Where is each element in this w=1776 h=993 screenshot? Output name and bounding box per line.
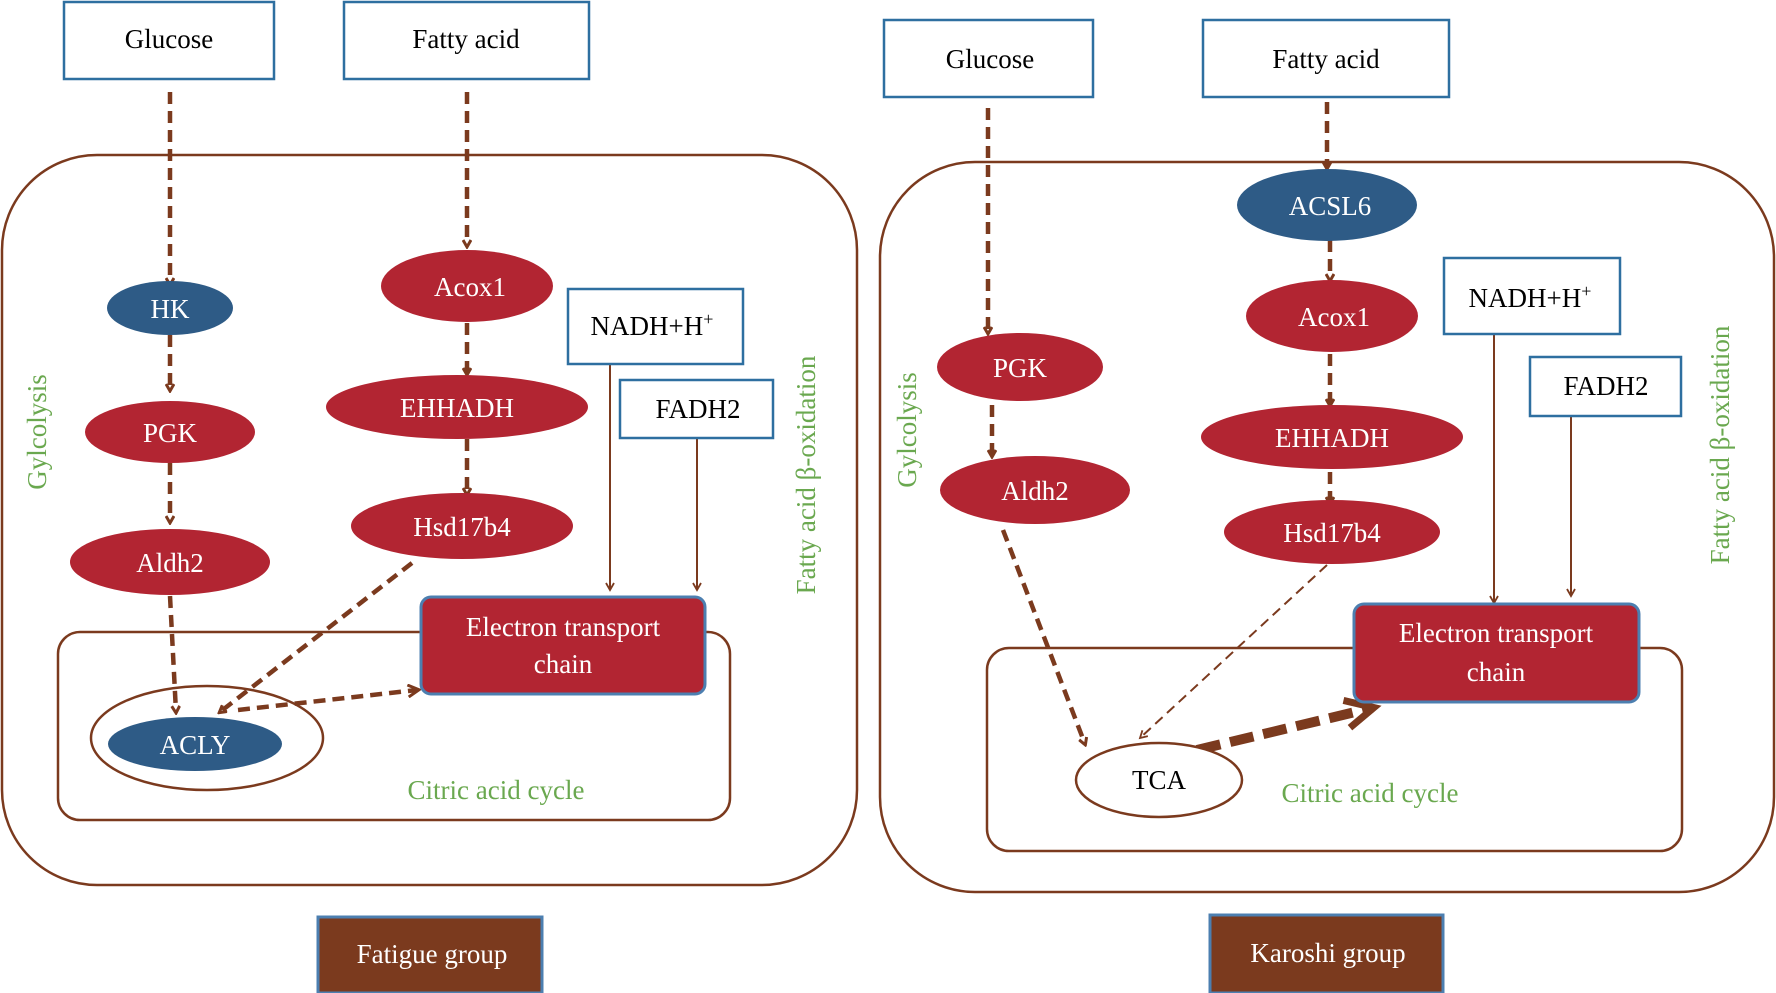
acox1-label-right: Acox1 (1298, 302, 1370, 332)
hsd17b4-label-left: Hsd17b4 (413, 512, 511, 542)
beta-oxidation-label-right: Fatty acid β-oxidation (1705, 325, 1735, 564)
fadh2-label-left: FADH2 (655, 394, 740, 424)
arrow-hsd17b4-tca (1138, 564, 1328, 740)
fatigue-group-label-box (316, 915, 544, 993)
tca-node (1074, 741, 1244, 819)
karoshi-group-label: Karoshi group (1250, 938, 1405, 968)
fatty-acid-box-right (1201, 18, 1451, 99)
aldh2-label-left: Aldh2 (136, 548, 204, 578)
pgk-node-right (937, 333, 1103, 401)
acsl6-node (1237, 169, 1417, 241)
hk-label: HK (151, 294, 190, 324)
ehhadh-node-right (1201, 405, 1463, 469)
etc-box-left (419, 595, 707, 696)
acly-label: ACLY (160, 730, 231, 760)
etc-label-line1-right: Electron transport (1399, 618, 1594, 648)
aldh2-label-right: Aldh2 (1001, 476, 1069, 506)
acly-node (108, 717, 282, 771)
acly-outer-circle (89, 684, 325, 792)
fatigue-panel: Glucose Fatty acid HK PGK Aldh2 Acox1 EH… (0, 0, 859, 993)
hsd17b4-node-right (1224, 500, 1440, 564)
beta-oxidation-label-left: Fatty acid β-oxidation (791, 355, 821, 594)
arrow-acly-etc (237, 690, 417, 713)
fadh2-label-right: FADH2 (1563, 371, 1648, 401)
fatty-acid-label-right: Fatty acid (1272, 44, 1380, 74)
glucose-label-right: Glucose (946, 44, 1034, 74)
fatigue-group-label: Fatigue group (357, 939, 508, 969)
ehhadh-label-left: EHHADH (400, 393, 514, 423)
pgk-label-right: PGK (993, 353, 1048, 383)
fadh2-box-left (618, 378, 775, 440)
fatty-acid-label-left: Fatty acid (412, 24, 520, 54)
acox1-label-left: Acox1 (434, 272, 506, 302)
glycolysis-label-right: Gylcolysis (892, 372, 922, 488)
etc-label-line2-left: chain (534, 649, 593, 679)
nadh-label-left: NADH+H+ (591, 309, 714, 341)
acox1-node-left (381, 250, 553, 322)
mitochondria-outline-right (985, 646, 1684, 853)
fatty-acid-box-left (342, 0, 591, 81)
pgk-node-left (85, 401, 255, 463)
citric-acid-cycle-label-left: Citric acid cycle (408, 775, 585, 805)
arrow-tca-etc (1195, 697, 1382, 755)
aldh2-node-right (940, 456, 1130, 524)
hsd17b4-label-right: Hsd17b4 (1283, 518, 1381, 548)
etc-label-line1-left: Electron transport (466, 612, 661, 642)
hsd17b4-node-left (351, 493, 573, 559)
nadh-box-right (1442, 256, 1622, 336)
acsl6-label: ACSL6 (1289, 191, 1372, 221)
nadh-label-right: NADH+H+ (1469, 281, 1592, 313)
glucose-box-right (882, 18, 1095, 99)
karoshi-panel: Glucose Fatty acid ACSL6 PGK Aldh2 Acox1… (878, 18, 1776, 993)
hk-node (107, 281, 233, 335)
tca-label: TCA (1132, 765, 1187, 795)
karoshi-group-label-box (1208, 913, 1445, 993)
nadh-box-left (566, 287, 745, 366)
arrow-aldh2-tca (1000, 529, 1085, 744)
ehhadh-node-left (326, 375, 588, 439)
citric-acid-cycle-label-right: Citric acid cycle (1282, 778, 1459, 808)
arrow-aldh2-acly (167, 595, 176, 712)
ehhadh-label-right: EHHADH (1275, 423, 1389, 453)
acox1-node-right (1246, 280, 1418, 352)
etc-box-right (1352, 602, 1641, 704)
aldh2-node-left (70, 529, 270, 595)
glycolysis-label-left: Gylcolysis (22, 374, 52, 490)
cell-outline-left (0, 153, 859, 887)
glucose-box-left (62, 0, 276, 81)
arrow-hsd17b4-acly (220, 561, 414, 712)
fadh2-box-right (1528, 355, 1683, 418)
pgk-label-left: PGK (143, 418, 198, 448)
mitochondria-outline-left (56, 630, 732, 822)
etc-label-line2-right: chain (1467, 657, 1526, 687)
glucose-label-left: Glucose (125, 24, 213, 54)
